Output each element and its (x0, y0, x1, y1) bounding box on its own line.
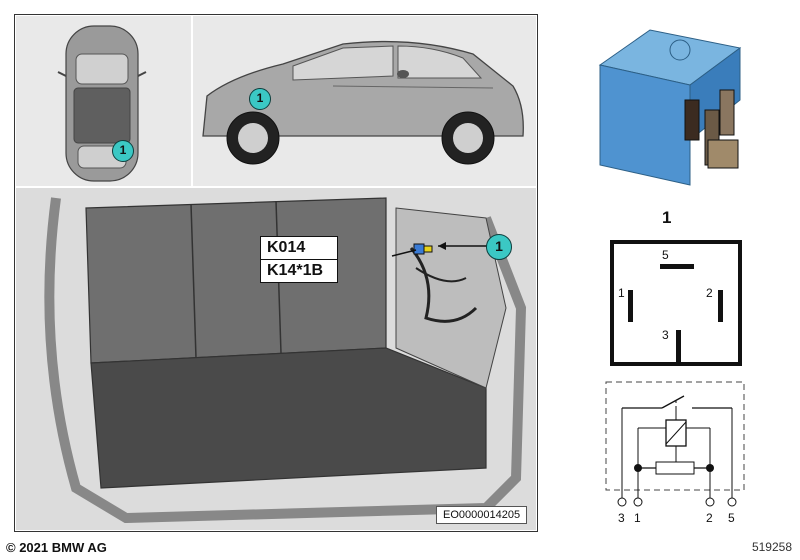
terminal-3-label: 3 (618, 511, 625, 525)
relay-item-number: 1 (662, 208, 672, 227)
pin-5-bar (660, 264, 694, 269)
relay-schematic (605, 381, 745, 507)
car-top-view-illustration (57, 25, 147, 182)
relay-illustration (598, 29, 742, 186)
terminal-5-label: 5 (728, 511, 735, 525)
pin-2-label: 2 (706, 286, 713, 300)
image-code: EO0000014205 (436, 506, 528, 524)
callout-relay-top: 1 (112, 140, 134, 162)
trunk-interior-illustration (44, 197, 527, 524)
terminal-2-label: 2 (706, 511, 713, 525)
callout-relay-trunk: 1 (486, 234, 512, 260)
pin-2-bar (718, 290, 723, 322)
relay-pin-layout: 5 1 2 3 (610, 240, 742, 366)
copyright-text: © 2021 BMW AG (6, 540, 107, 555)
connector-id-label: K14*1B (260, 259, 338, 283)
pin-3-label: 3 (662, 328, 669, 342)
diagram-number: 519258 (751, 540, 792, 554)
car-top-view-panel: 1 (16, 16, 191, 186)
pin-5-label: 5 (662, 248, 669, 262)
pin-3-bar (676, 330, 681, 362)
pin-1-bar (628, 290, 633, 322)
car-side-view-panel: 1 (193, 16, 536, 186)
car-side-view-illustration (202, 40, 524, 165)
trunk-view-panel: K014 K14*1B 1 EO0000014205 (16, 188, 536, 530)
pin-1-label: 1 (618, 286, 625, 300)
illustration-frame (14, 14, 538, 532)
terminal-1-label: 1 (634, 511, 641, 525)
callout-relay-side: 1 (249, 88, 271, 110)
component-id-label: K014 (260, 236, 338, 260)
